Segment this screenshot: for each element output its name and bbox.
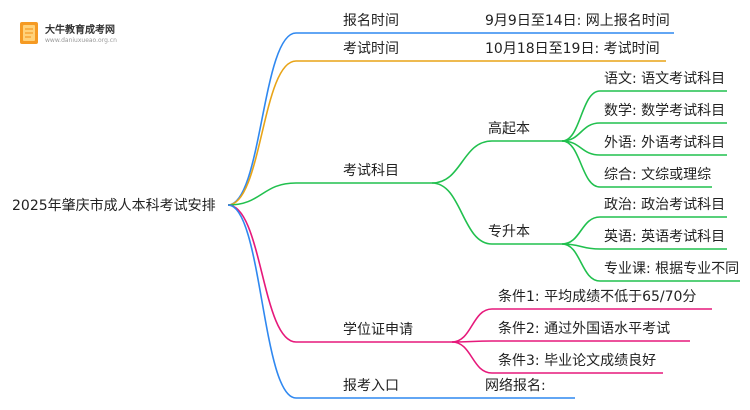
leaf-math: 数学: 数学考试科目 <box>604 103 725 119</box>
branch-registration-time: 报名时间 <box>343 13 399 29</box>
leaf-chinese: 语文: 语文考试科目 <box>604 71 725 87</box>
subbranch-associate-to-bachelor: 专升本 <box>488 224 530 240</box>
leaf-registration-date: 9月9日至14日: 网上报名时间 <box>485 13 670 29</box>
book-icon <box>20 22 38 44</box>
root-connectors <box>227 32 452 399</box>
leaf-condition-2: 条件2: 通过外国语水平考试 <box>498 320 670 337</box>
leaf-exam-date: 10月18日至19日: 考试时间 <box>485 41 660 57</box>
subjects-connectors <box>431 90 740 282</box>
logo-title: 大牛教育成考网 <box>45 23 115 36</box>
branch-degree-application: 学位证申请 <box>343 322 413 338</box>
leaf-comprehensive: 综合: 文综或理综 <box>604 167 711 183</box>
leaf-foreign-language: 外语: 外语考试科目 <box>604 135 725 151</box>
leaf-politics: 政治: 政治考试科目 <box>604 197 725 213</box>
leaf-underlines <box>452 32 674 399</box>
connector-registration <box>227 32 452 206</box>
connector-exam-time <box>227 60 452 206</box>
leaf-condition-1: 条件1: 平均成绩不低于65/70分 <box>498 288 696 305</box>
branch-exam-time: 考试时间 <box>343 41 399 57</box>
leaf-online-registration: 网络报名: <box>485 378 546 394</box>
branch-registration-entrance: 报考入口 <box>343 378 399 394</box>
subbranch-high-to-bachelor: 高起本 <box>488 120 530 137</box>
leaf-condition-3: 条件3: 毕业论文成绩良好 <box>498 352 656 369</box>
connector-degree <box>227 204 452 343</box>
leaf-english: 英语: 英语考试科目 <box>604 228 725 245</box>
connector-subjects <box>227 182 432 206</box>
site-logo: 大牛教育成考网 www.daniuxueao.org.cn <box>20 22 117 44</box>
branch-exam-subjects: 考试科目 <box>343 163 399 179</box>
connector-entrance <box>227 204 452 399</box>
logo-url: www.daniuxueao.org.cn <box>45 37 117 44</box>
leaf-major-course: 专业课: 根据专业不同 <box>604 261 739 277</box>
degree-connectors <box>451 308 712 374</box>
root-topic: 2025年肇庆市成人本科考试安排 <box>12 197 216 214</box>
